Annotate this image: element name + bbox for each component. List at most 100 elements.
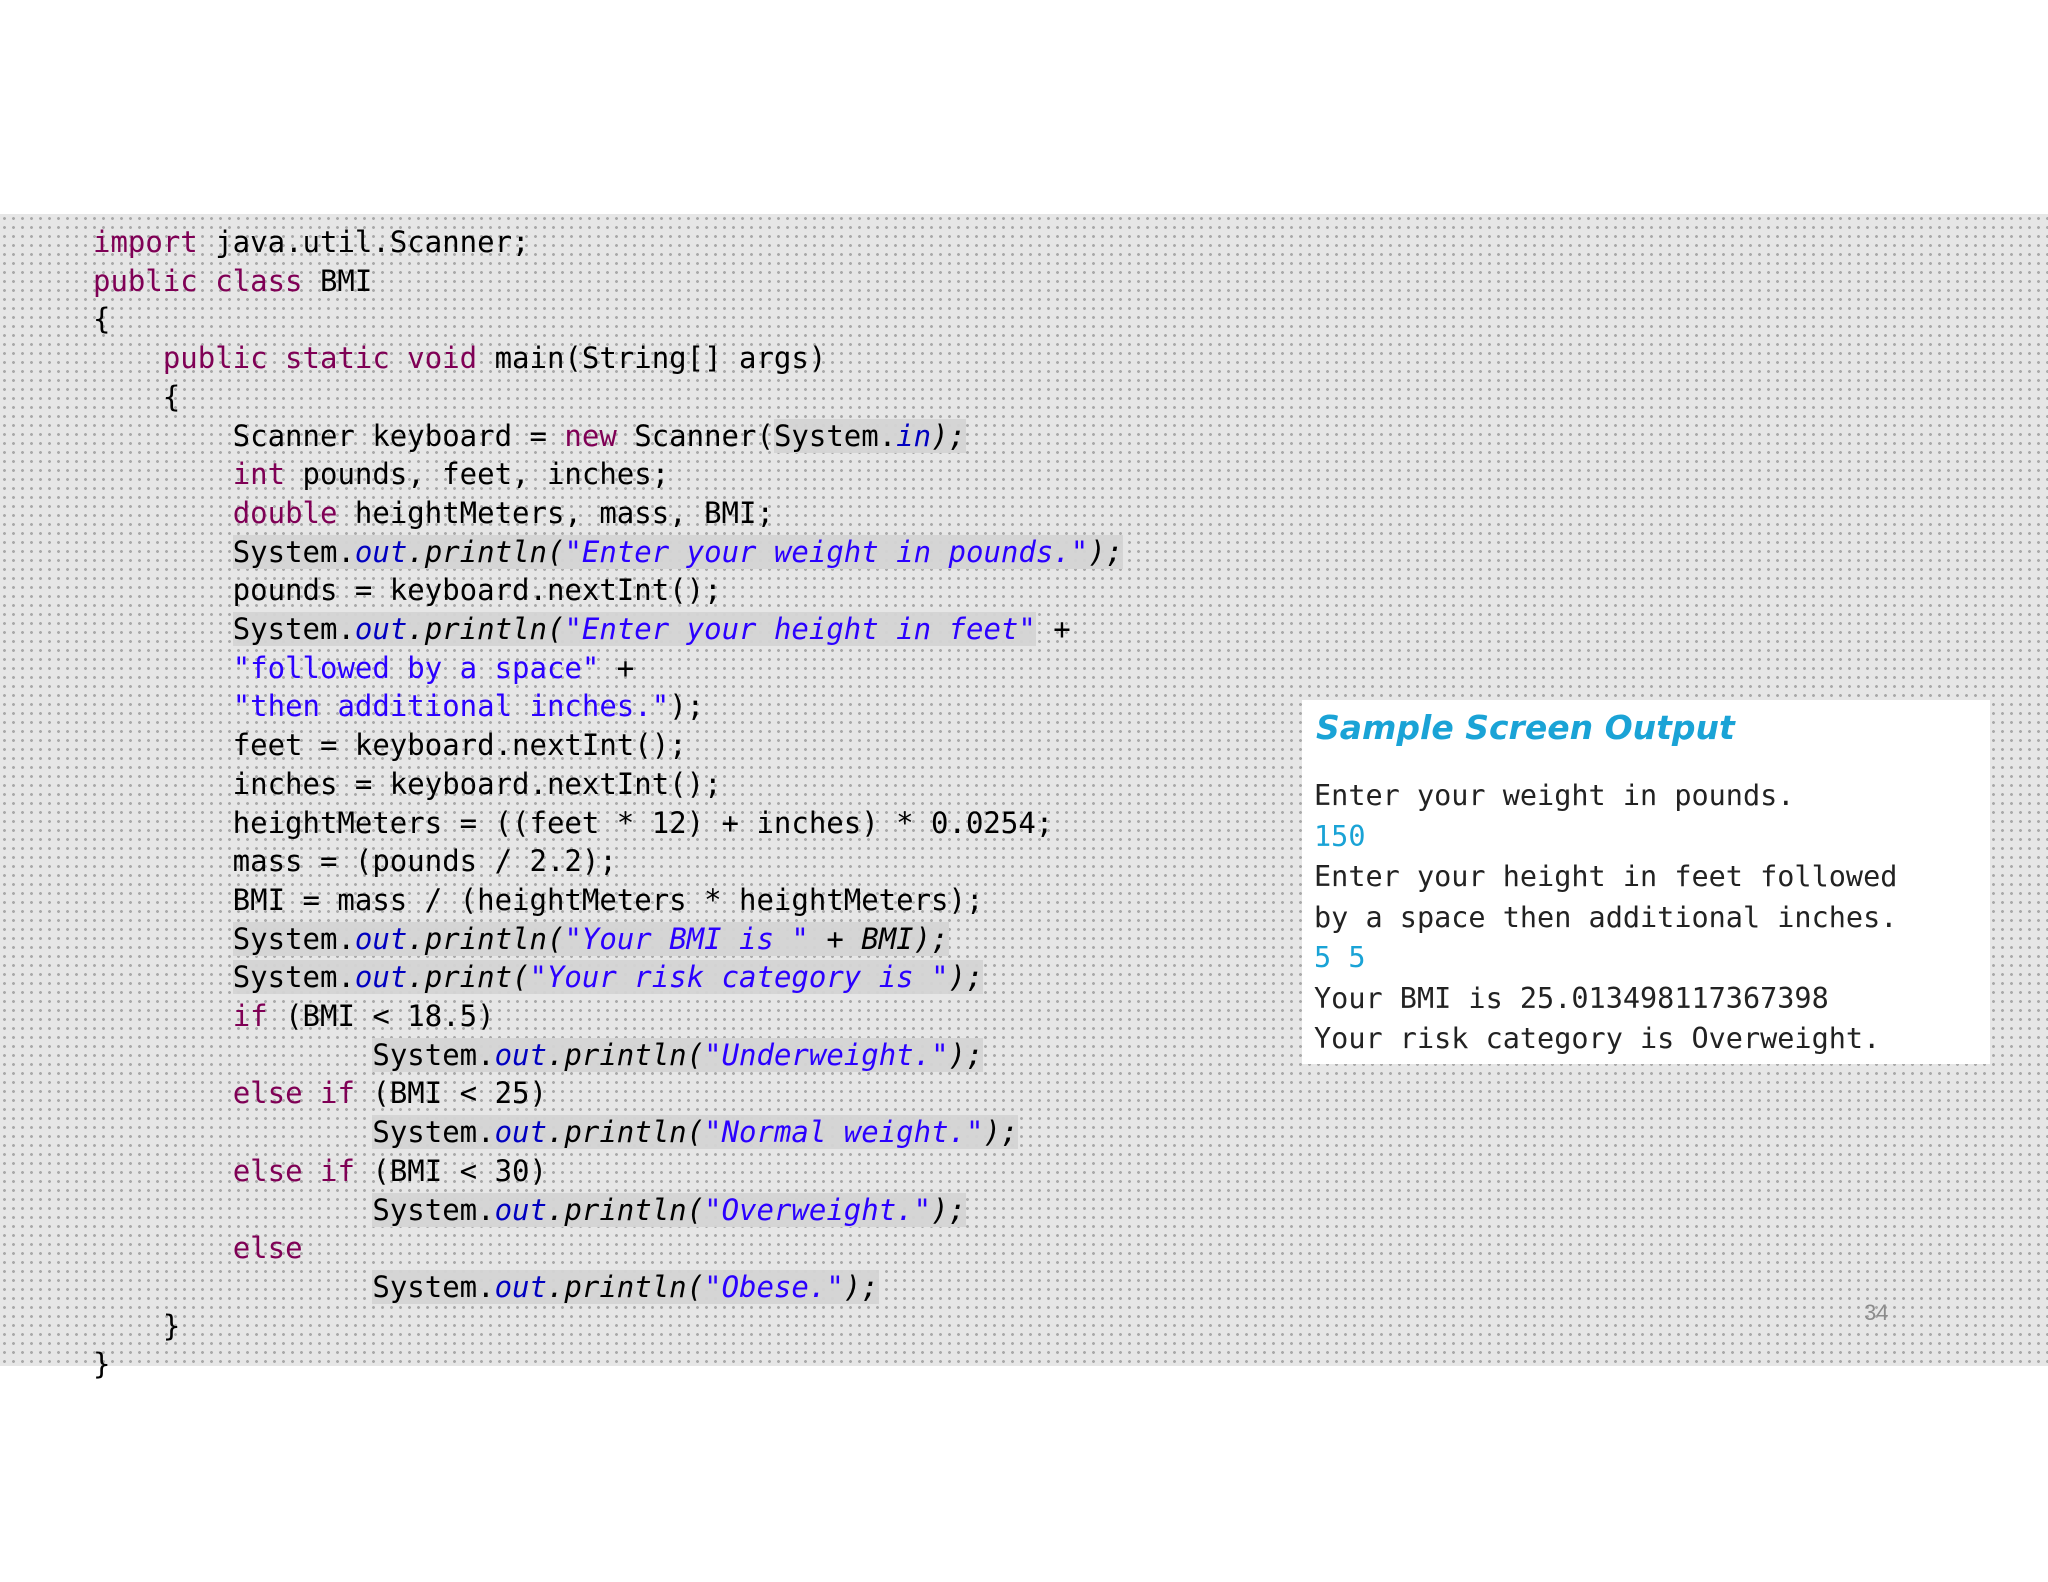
code-line: if (BMI < 18.5) bbox=[93, 997, 1123, 1036]
code-line: { bbox=[93, 300, 1123, 339]
code-token bbox=[93, 612, 233, 646]
code-token: BMI bbox=[302, 263, 373, 298]
code-token: import bbox=[93, 225, 198, 259]
code-line: public static void main(String[] args) bbox=[93, 339, 1123, 378]
code-line: System.out.println("Overweight."); bbox=[93, 1191, 1123, 1230]
code-token: "followed by a space" bbox=[232, 650, 600, 685]
code-token: out bbox=[354, 960, 408, 995]
code-line: else if (BMI < 25) bbox=[93, 1074, 1123, 1113]
code-token: heightMeters, mass, BMI; bbox=[337, 495, 774, 530]
code-token: System. bbox=[232, 534, 355, 569]
sample-output-line: Your BMI is 25.013498117367398 bbox=[1314, 981, 1829, 1015]
code-line: System.out.println("Normal weight."); bbox=[93, 1113, 1123, 1152]
code-token: out bbox=[354, 921, 408, 956]
code-line: System.out.println("Enter your height in… bbox=[93, 610, 1123, 649]
code-token: .println( bbox=[407, 534, 565, 569]
code-token: main(String[] args) bbox=[477, 341, 827, 376]
code-token bbox=[93, 1270, 372, 1304]
code-token bbox=[93, 1231, 233, 1265]
code-token: "Underweight." bbox=[704, 1037, 949, 1072]
code-token bbox=[93, 689, 233, 723]
sample-output-input-line: 5 5 bbox=[1314, 941, 1366, 974]
code-token: "Your BMI is " bbox=[564, 921, 809, 956]
code-token: System. bbox=[773, 418, 897, 453]
code-token: "Your risk category is " bbox=[529, 960, 949, 995]
code-token: System. bbox=[372, 1192, 495, 1227]
code-token bbox=[93, 457, 233, 491]
code-token: .println( bbox=[546, 1192, 705, 1227]
code-line: System.out.println("Obese."); bbox=[93, 1268, 1123, 1307]
code-token: ); bbox=[669, 689, 705, 724]
sample-output-line: Your risk category is Overweight. bbox=[1314, 1022, 1881, 1055]
code-line: "followed by a space" + bbox=[93, 649, 1123, 688]
code-token: Scanner( bbox=[616, 418, 774, 453]
code-token: BMI = mass / (heightMeters * heightMeter… bbox=[93, 882, 984, 917]
code-token: .println( bbox=[546, 1037, 705, 1072]
code-line: inches = keyboard.nextInt(); bbox=[93, 765, 1123, 804]
code-line: else bbox=[93, 1229, 1123, 1268]
code-token: out bbox=[494, 1269, 547, 1304]
code-token bbox=[93, 1038, 372, 1072]
code-line: System.out.println("Underweight."); bbox=[93, 1036, 1123, 1075]
code-token: "Enter your height in feet" bbox=[564, 612, 1036, 647]
code-token: (BMI < 18.5) bbox=[267, 999, 495, 1034]
code-token: "Overweight." bbox=[704, 1192, 932, 1227]
code-token: out bbox=[494, 1115, 547, 1150]
sample-output-line: Enter your height in feet followed bbox=[1314, 860, 1898, 893]
code-token: out bbox=[494, 1037, 547, 1072]
code-token: ); bbox=[1088, 534, 1124, 569]
code-line: } bbox=[93, 1307, 1123, 1346]
code-token: out bbox=[494, 1192, 547, 1227]
code-token: double bbox=[232, 495, 338, 530]
code-token: (BMI < 25) bbox=[354, 1076, 547, 1111]
code-token bbox=[93, 999, 233, 1033]
code-token: ); bbox=[983, 1115, 1019, 1150]
code-line: Scanner keyboard = new Scanner(System.in… bbox=[93, 417, 1123, 456]
code-token: ); bbox=[931, 1192, 967, 1227]
code-line: public class BMI bbox=[93, 262, 1123, 301]
code-token: ); bbox=[948, 1037, 984, 1072]
code-token bbox=[93, 1115, 372, 1149]
code-line: pounds = keyboard.nextInt(); bbox=[93, 571, 1123, 610]
code-token: "Enter your weight in pounds." bbox=[564, 534, 1089, 569]
code-token: System. bbox=[372, 1115, 495, 1150]
code-token: "Normal weight." bbox=[704, 1115, 984, 1150]
code-token: ); bbox=[948, 960, 984, 995]
code-line: import java.util.Scanner; bbox=[93, 223, 1123, 262]
code-token: else if bbox=[232, 1153, 355, 1188]
code-token: pounds = keyboard.nextInt(); bbox=[93, 573, 722, 608]
code-token bbox=[93, 960, 233, 994]
code-token: .println( bbox=[546, 1269, 705, 1304]
code-token: } bbox=[93, 1308, 181, 1343]
code-line: System.out.println("Your BMI is " + BMI)… bbox=[93, 920, 1123, 959]
code-line: BMI = mass / (heightMeters * heightMeter… bbox=[93, 881, 1123, 920]
sample-output-title: Sample Screen Output bbox=[1316, 708, 1735, 747]
code-line: else if (BMI < 30) bbox=[93, 1152, 1123, 1191]
page-number: 34 bbox=[1864, 1300, 1889, 1325]
code-token bbox=[93, 922, 233, 956]
code-token: out bbox=[354, 534, 408, 569]
code-line: } bbox=[93, 1345, 1123, 1384]
code-token bbox=[93, 535, 233, 569]
java-code-listing: import java.util.Scanner;public class BM… bbox=[93, 223, 1124, 1384]
code-token: new bbox=[564, 418, 617, 453]
code-token bbox=[93, 651, 233, 685]
code-line: heightMeters = ((feet * 12) + inches) * … bbox=[93, 804, 1123, 843]
code-token: in bbox=[896, 418, 932, 453]
code-token: else if bbox=[232, 1076, 355, 1111]
code-token: int bbox=[232, 457, 286, 492]
code-token: java.util.Scanner; bbox=[197, 225, 530, 259]
code-token: inches = keyboard.nextInt(); bbox=[93, 766, 722, 801]
code-token: mass = (pounds / 2.2); bbox=[93, 844, 617, 879]
code-token: else bbox=[232, 1231, 303, 1266]
code-token: "then additional inches." bbox=[232, 689, 670, 724]
code-token: System. bbox=[232, 960, 355, 995]
code-token: + bbox=[1035, 612, 1071, 647]
code-token: System. bbox=[232, 921, 355, 956]
code-token: System. bbox=[372, 1269, 495, 1304]
code-token: { bbox=[93, 302, 111, 337]
code-token: pounds, feet, inches; bbox=[285, 457, 670, 492]
code-line: "then additional inches."); bbox=[93, 687, 1123, 726]
code-token: ); bbox=[843, 1269, 879, 1304]
